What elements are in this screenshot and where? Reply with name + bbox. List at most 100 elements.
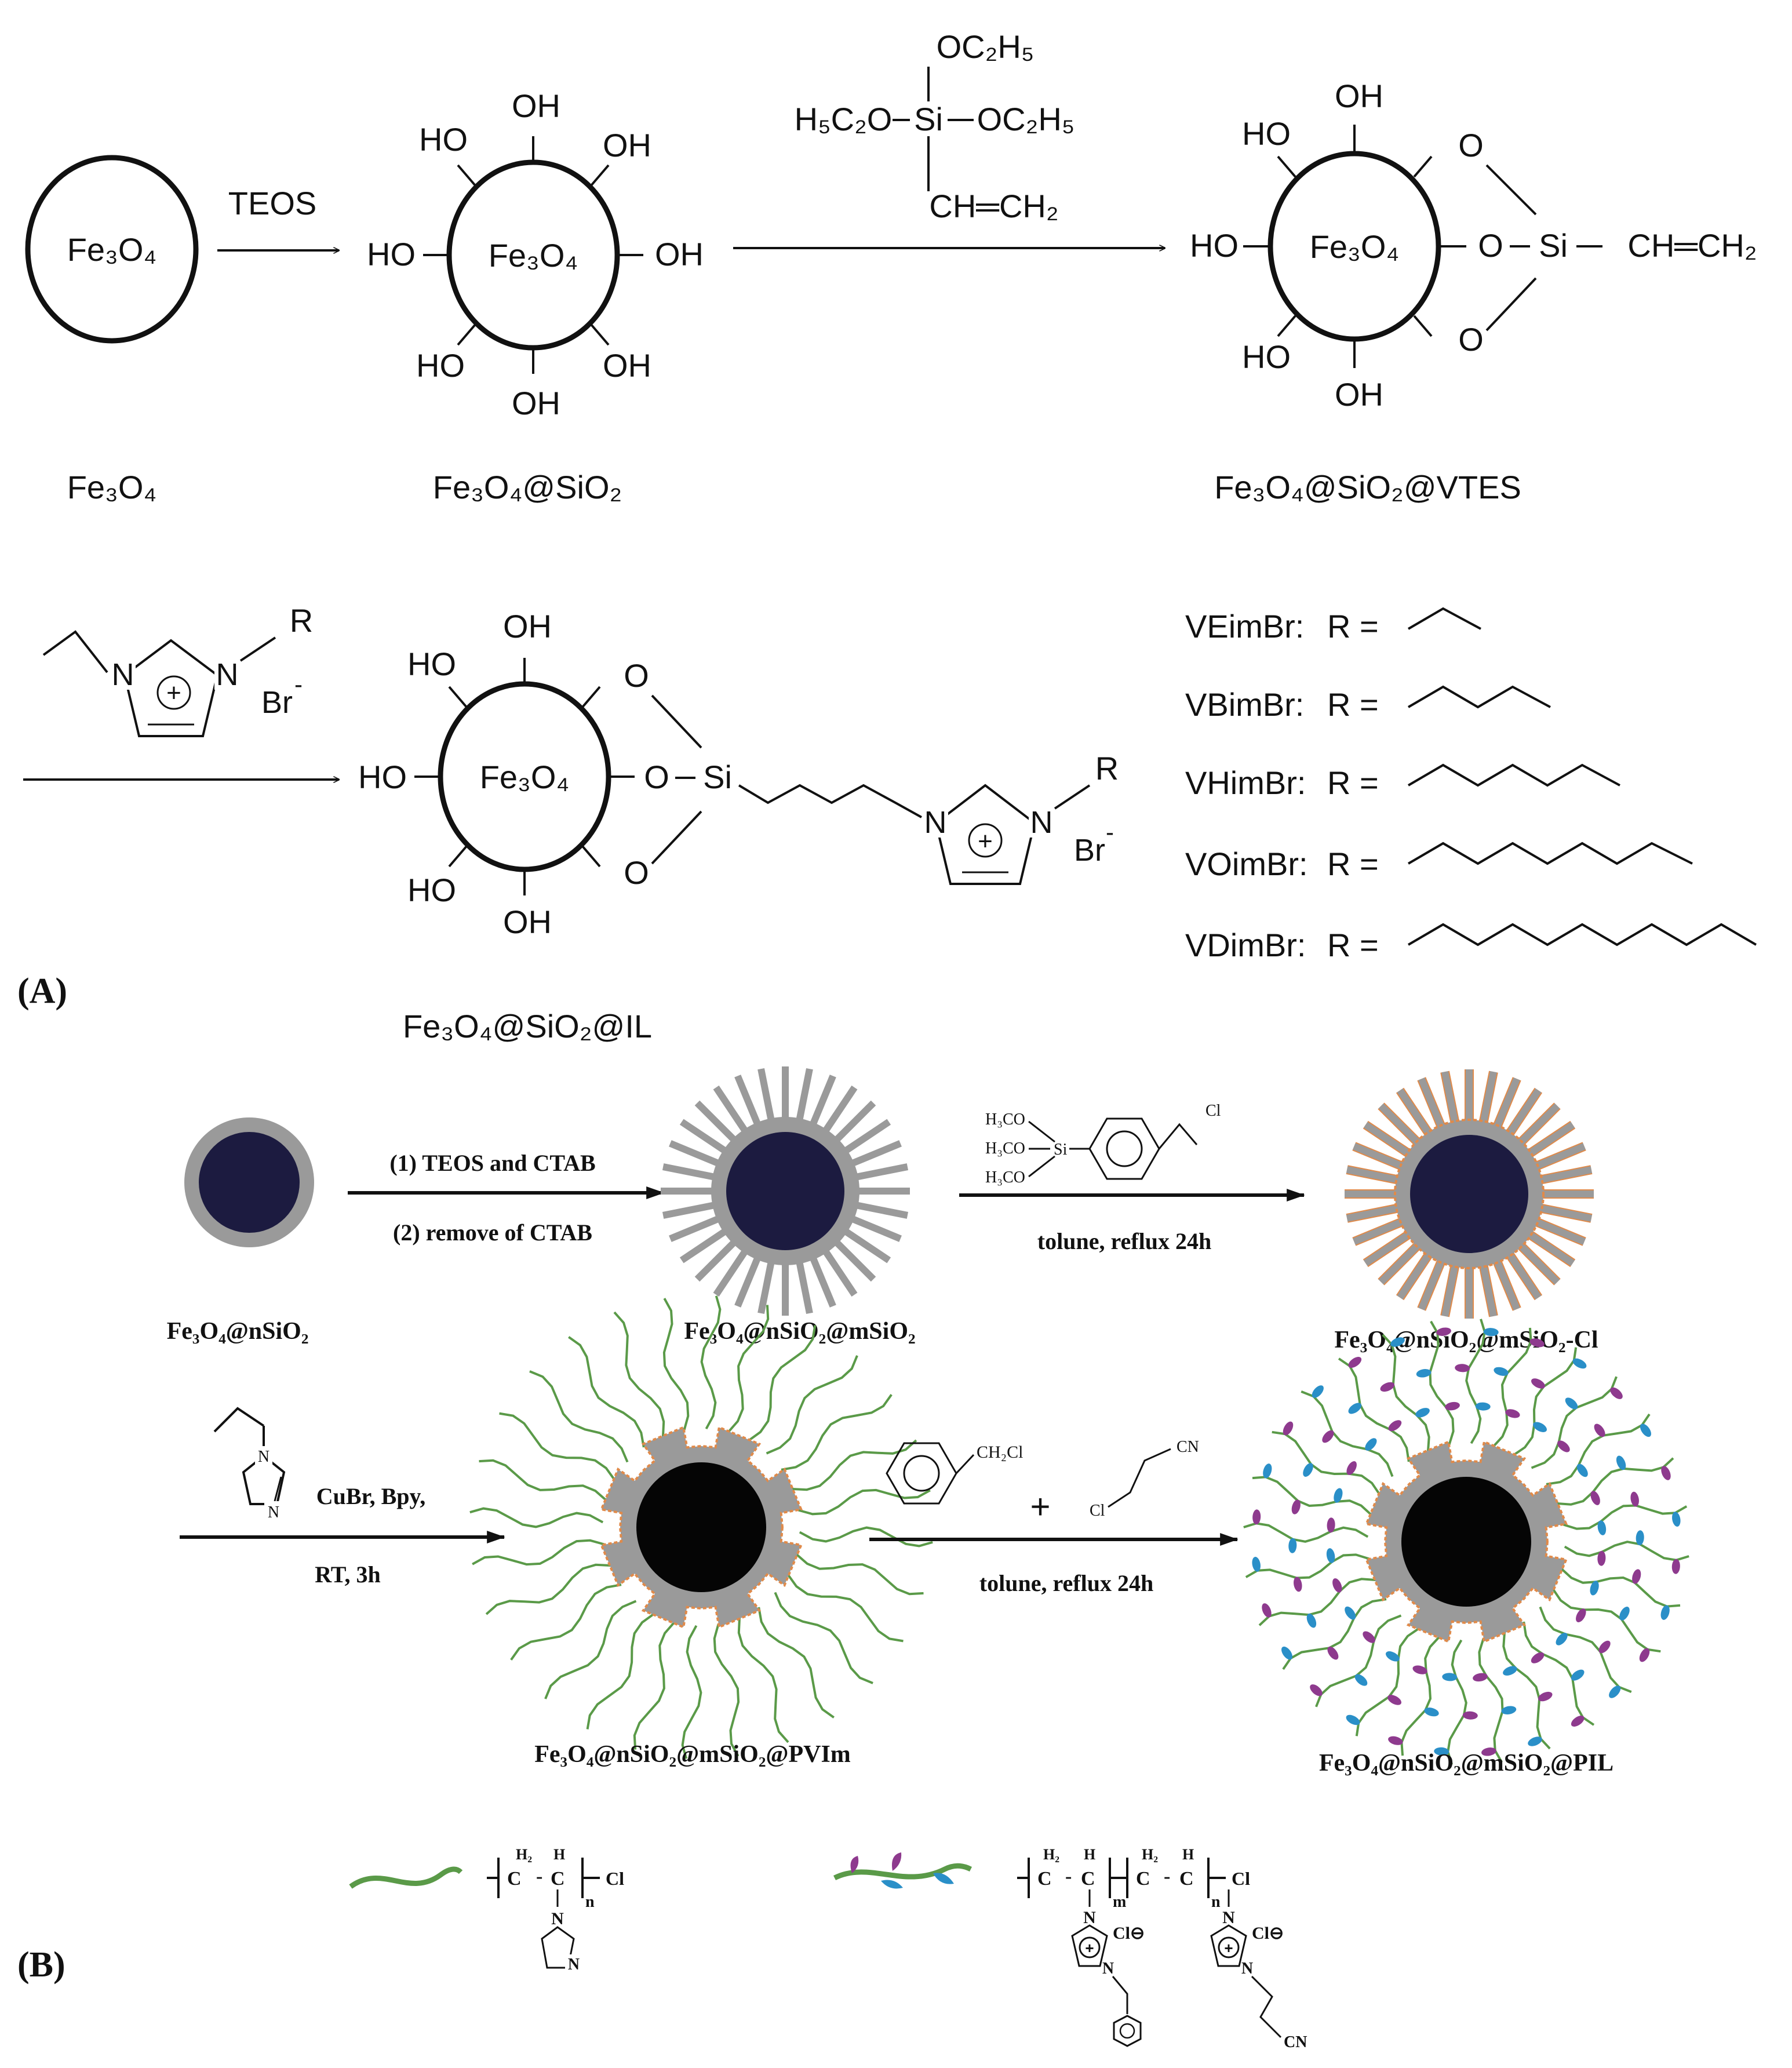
channel: [679, 1226, 730, 1264]
channel: [1525, 1122, 1575, 1159]
polymer-chain: [1531, 1376, 1618, 1469]
legend-h: H: [1084, 1846, 1095, 1863]
polymer-chain: [795, 1553, 924, 1596]
polymer-chain: [1258, 1578, 1376, 1626]
panel-a-label: (A): [17, 971, 67, 1011]
pendant-group: [1531, 1378, 1545, 1389]
polymer-chain: [662, 1298, 690, 1431]
methoxy: H₃CO: [985, 1139, 1025, 1157]
nitrogen: N: [112, 657, 134, 692]
green-chain-icon: [349, 1866, 463, 1889]
nitrogen: N: [1030, 805, 1053, 840]
pendant-group: [1252, 1509, 1261, 1525]
nitrogen: N: [1102, 1960, 1114, 1978]
step1-line1: (1) TEOS and CTAB: [389, 1150, 595, 1176]
vtes-left: H₅C₂O: [795, 101, 893, 137]
legend-dash: -: [1164, 1866, 1170, 1887]
hydroxyl-left: HO: [367, 236, 416, 272]
pendant-group: [1616, 1455, 1626, 1470]
channel: [1479, 1261, 1497, 1317]
bromide: Br: [1074, 833, 1105, 868]
product-pil: Fe₃O₄@nSiO₂@mSiO₂@PIL: [1319, 1750, 1613, 1776]
polymer-chain: [1252, 1476, 1372, 1516]
pendant-group: [1436, 1327, 1451, 1336]
pendant-group: [1501, 1706, 1517, 1714]
channel: [1516, 1240, 1560, 1285]
pendant-group: [1576, 1608, 1586, 1622]
channel: [1346, 1204, 1402, 1222]
pendant-group: [1503, 1666, 1517, 1676]
pendant-group: [1424, 1707, 1439, 1717]
nitrile: CN: [1177, 1438, 1199, 1456]
hydroxyl-left: HO: [1242, 115, 1291, 152]
polymer-chain: [1562, 1504, 1688, 1530]
pendant-group: [1445, 1401, 1460, 1411]
polymer-chain: [766, 1355, 858, 1455]
plus-sign: +: [978, 827, 993, 855]
legend-h: H: [1182, 1846, 1194, 1863]
polymer-chain: [1557, 1457, 1674, 1506]
pvim-chains: [469, 1295, 933, 1759]
channel: [841, 1226, 891, 1264]
methoxy: H₃CO: [985, 1168, 1025, 1186]
pendant-group: [1288, 1538, 1297, 1553]
panel-a: Fe₃O₄ TEOS Fe₃O₄ OH OH OH OH OH HO HO: [17, 28, 1757, 1044]
pendant-group: [1348, 1403, 1362, 1414]
vinyl-group: CH═CH₂: [1627, 227, 1757, 264]
pendant-group: [1609, 1685, 1621, 1698]
product-pvim: Fe₃O₄@nSiO₂@mSiO₂@PVIm: [534, 1741, 851, 1768]
channel: [1441, 1071, 1459, 1127]
nitrogen: N: [216, 657, 239, 692]
pendant-group: [1597, 1520, 1607, 1535]
legend-c: C: [1081, 1868, 1095, 1889]
step1-line2: (2) remove of CTAB: [393, 1219, 592, 1246]
silicon: Si: [703, 759, 732, 795]
fe3o4-particle: Fe₃O₄: [25, 155, 199, 344]
channel: [1525, 1229, 1575, 1266]
hydroxyl-left: HO: [1242, 338, 1291, 375]
pendant-group: [1252, 1557, 1261, 1572]
fe3o4-sio2-particle: Fe₃O₄ OH OH OH OH OH HO HO HO: [367, 88, 704, 421]
channel: [832, 1100, 876, 1145]
legend-c: C: [1037, 1868, 1052, 1889]
channel: [669, 1214, 723, 1242]
minus: -: [1106, 818, 1114, 846]
polymer-chain: [472, 1539, 605, 1566]
polymer-chain: [613, 1311, 665, 1437]
channel: [757, 1068, 775, 1124]
polymer-chain: [727, 1305, 770, 1433]
benzyl-chloride-label: CH₂Cl: [977, 1443, 1023, 1462]
polymer-chain: [1465, 1319, 1486, 1444]
polymer-chain: [1447, 1639, 1467, 1765]
channel: [1378, 1103, 1423, 1148]
legend-c: C: [507, 1868, 522, 1889]
polymer-chain: [1245, 1553, 1370, 1579]
channel: [853, 1201, 909, 1219]
polymer-chain: [1564, 1541, 1689, 1561]
polymer-chain: [1539, 1606, 1632, 1693]
hydroxyl-left: HO: [407, 872, 456, 908]
legend-dash: -: [1065, 1866, 1072, 1887]
oxygen: O: [624, 854, 649, 891]
channel: [1397, 1088, 1434, 1138]
pendant-group: [1590, 1491, 1600, 1505]
channel: [821, 1247, 858, 1297]
pendant-group: [1387, 1695, 1401, 1705]
legend-eq: R =: [1327, 927, 1379, 963]
pendant-group: [1388, 1420, 1402, 1432]
r-group-legend: VEimBr: R = VBimBr: R = VHimBr: R = VOim…: [1185, 607, 1757, 963]
polymer-chain: [1523, 1621, 1595, 1726]
particle-msio2-cl: [1345, 1069, 1594, 1319]
vtes-reagent: OC₂H₅ H₅C₂O Si OC₂H₅ CH═CH₂: [795, 28, 1075, 224]
legend-eq: R =: [1327, 764, 1379, 801]
pendant-group: [1505, 1409, 1520, 1418]
pendant-group: [1322, 1430, 1334, 1443]
vinylimidazole-reagent: N N CuBr, Bpy, RT, 3h: [180, 1407, 505, 1588]
legend-name: VEimBr:: [1185, 608, 1304, 645]
channel: [757, 1258, 775, 1315]
polymer-chain: [485, 1563, 611, 1615]
nitrogen: N: [1083, 1908, 1096, 1927]
step3-conditions: RT, 3h: [315, 1561, 380, 1588]
pendant-group: [1327, 1646, 1339, 1660]
hydroxyl: OH: [655, 236, 704, 272]
